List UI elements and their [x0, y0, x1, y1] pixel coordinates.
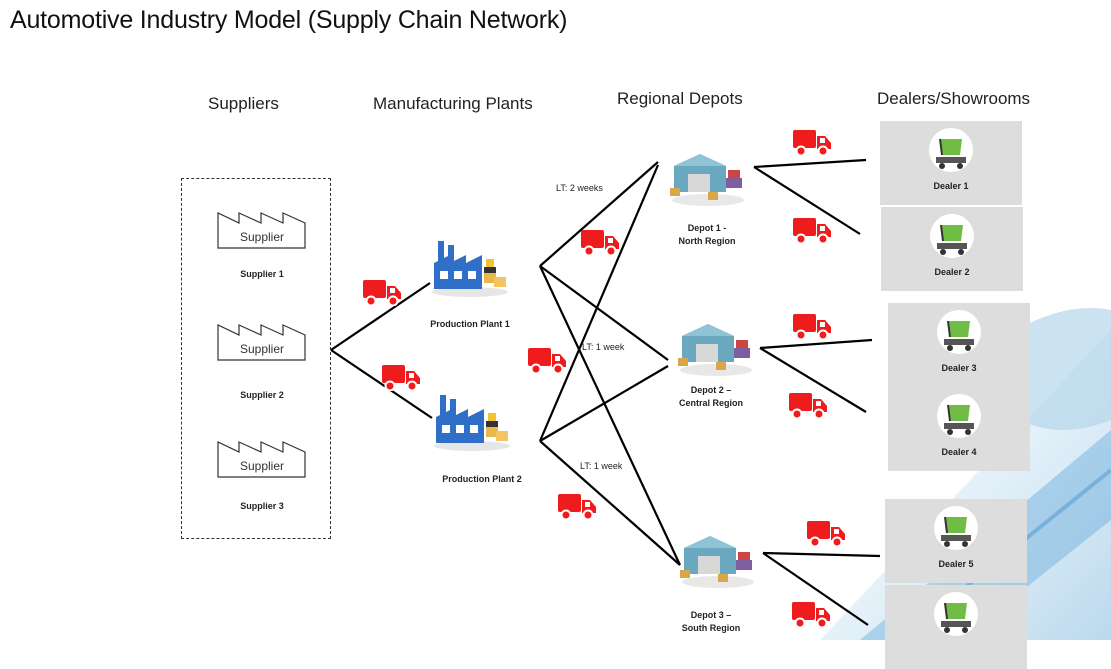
dealer-card: Dealer 3: [888, 303, 1030, 387]
column-header-depots: Regional Depots: [617, 89, 743, 108]
depot-label-line1: Depot 2 –: [690, 385, 732, 395]
lead-time-label: LT: 2 weeks: [556, 183, 603, 193]
delivery-truck-icon: [558, 494, 596, 520]
shopping-cart-icon: [934, 592, 978, 636]
supplier-icon-text: Supplier: [239, 459, 285, 473]
dealer-label: Dealer 5: [938, 559, 974, 569]
depot-label-line2: Central Region: [678, 398, 743, 408]
dealer-card: Dealer 5: [885, 499, 1027, 583]
dealer-label: Dealer 2: [934, 267, 970, 277]
lead-time-label: LT: 1 week: [580, 461, 623, 471]
lead-time-label: LT: 1 week: [582, 342, 625, 352]
supplier-label: Supplier 3: [240, 501, 284, 511]
delivery-truck-icon: [793, 130, 831, 156]
delivery-truck-icon: [807, 521, 845, 547]
dealer-card: Dealer 4: [888, 387, 1030, 471]
delivery-truck-icon: [793, 218, 831, 244]
delivery-truck-icon: [793, 314, 831, 340]
supplier-icon-text: Supplier: [239, 230, 285, 244]
supplier-label: Supplier 2: [240, 390, 284, 400]
delivery-truck-icon: [581, 230, 619, 256]
depot-label-line2: North Region: [678, 236, 736, 246]
network-lines: [330, 158, 881, 626]
dealer-card: Dealer 2: [881, 207, 1023, 291]
page-title: Automotive Industry Model (Supply Chain …: [10, 6, 568, 34]
delivery-truck-icon: [363, 280, 401, 306]
dealer-label: Dealer 3: [941, 363, 977, 373]
depot-label-line1: Depot 3 –: [690, 610, 732, 620]
supplier-label: Supplier 1: [240, 269, 284, 279]
warehouse-depot-icon: [678, 324, 752, 376]
column-header-dealers: Dealers/Showrooms: [877, 89, 1031, 108]
dealer-card: Dealer 1: [880, 121, 1022, 205]
shopping-cart-icon: [930, 214, 974, 258]
factory-plant-icon: [434, 395, 510, 451]
factory-plant-icon: [432, 241, 508, 297]
dealer-label: Dealer 1: [933, 181, 969, 191]
shopping-cart-icon: [937, 310, 981, 354]
suppliers-group-box: [181, 178, 331, 539]
column-header-suppliers: Suppliers: [208, 94, 279, 113]
warehouse-depot-icon: [680, 536, 754, 588]
shopping-cart-icon: [937, 394, 981, 438]
delivery-truck-icon: [382, 365, 420, 391]
shopping-cart-icon: [934, 506, 978, 550]
delivery-truck-icon: [789, 393, 827, 419]
plant-label: Production Plant 1: [430, 319, 510, 329]
dealer-label: Dealer 4: [941, 447, 977, 457]
supplier-factory-icon: [217, 324, 306, 361]
delivery-truck-icon: [528, 348, 566, 374]
warehouse-depot-icon: [670, 154, 744, 206]
shopping-cart-icon: [929, 128, 973, 172]
plant-label: Production Plant 2: [442, 474, 522, 484]
dealer-card: [885, 585, 1027, 669]
depot-label-line2: South Region: [681, 623, 741, 633]
supplier-icon-text: Supplier: [239, 342, 285, 356]
column-header-plants: Manufacturing Plants: [373, 94, 533, 113]
supplier-factory-icon: [217, 212, 306, 249]
delivery-truck-icon: [792, 602, 830, 628]
supplier-factory-icon: [217, 441, 306, 478]
depot-label-line1: Depot 1 -: [687, 223, 727, 233]
